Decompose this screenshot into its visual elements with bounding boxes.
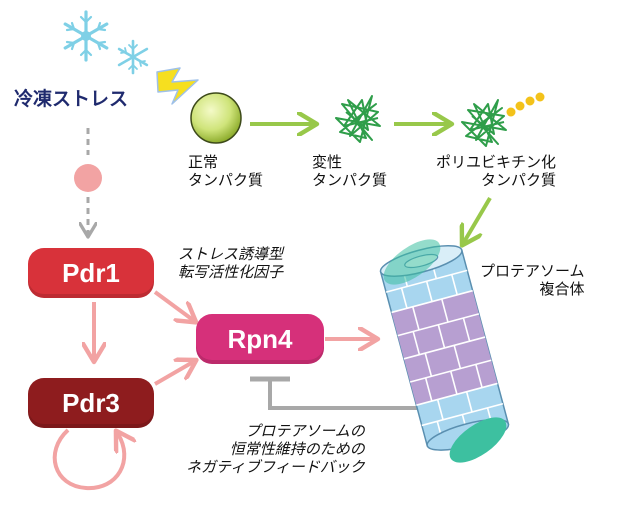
stress-tf-line-1: ストレス誘導型 xyxy=(178,245,284,263)
normal-protein-sphere xyxy=(190,92,242,144)
feedback-line-3: ネガティブフィードバック xyxy=(186,458,365,476)
normal-protein-line-2: タンパク質 xyxy=(188,171,264,189)
arrow-pdr3-to-rpn4 xyxy=(153,362,193,386)
stress-tf-label: ストレス誘導型 転写活性化因子 xyxy=(178,245,283,281)
feedback-line-1: プロテアソームの xyxy=(245,422,365,440)
pdr3-node: Pdr3 xyxy=(28,378,154,428)
proteasome-lid-top xyxy=(383,239,441,285)
denatured-protein-label: 変性 タンパク質 xyxy=(312,153,387,189)
denatured-protein-tangle xyxy=(335,95,381,143)
proteasome-line-1: プロテアソーム xyxy=(480,262,585,280)
negative-feedback-line xyxy=(268,379,424,410)
arrow-pdr3-self-loop xyxy=(52,430,125,491)
ubiquitinated-protein-line-2: タンパク質 xyxy=(481,171,557,189)
rpn4-node: Rpn4 xyxy=(196,314,324,364)
signal-dot xyxy=(74,164,102,192)
proteasome-line-2: 複合体 xyxy=(539,280,585,298)
ubiquitin-chain xyxy=(506,92,545,117)
ubiquitinated-protein-label: ポリユビキチン化 タンパク質 xyxy=(436,153,556,189)
snowflake-icon xyxy=(117,39,149,75)
feedback-label: プロテアソームの 恒常性維持のための ネガティブフィードバック xyxy=(186,422,365,476)
cold-stress-label: 冷凍ストレス xyxy=(14,88,129,110)
lightning-icon xyxy=(156,67,199,105)
proteasome-label: プロテアソーム 複合体 xyxy=(480,262,585,298)
pdr1-node: Pdr1 xyxy=(28,248,154,298)
proteasome-complex xyxy=(379,245,510,451)
ubiquitinated-protein-line-1: ポリユビキチン化 xyxy=(436,153,557,171)
normal-protein-line-1: 正常 xyxy=(188,153,219,171)
feedback-line-2: 恒常性維持のための xyxy=(229,440,365,458)
snowflake-icon xyxy=(63,10,109,62)
ubiquitinated-protein-tangle xyxy=(461,99,507,147)
arrow-ubiquitinated-to-proteasome xyxy=(464,196,492,242)
stress-tf-line-2: 転写活性化因子 xyxy=(178,263,284,281)
arrow-pdr1-to-rpn4 xyxy=(153,290,193,320)
denatured-protein-line-1: 変性 xyxy=(312,153,343,171)
denatured-protein-line-2: タンパク質 xyxy=(312,171,388,189)
proteasome-lid-bottom xyxy=(449,417,507,463)
normal-protein-label: 正常 タンパク質 xyxy=(188,153,263,189)
